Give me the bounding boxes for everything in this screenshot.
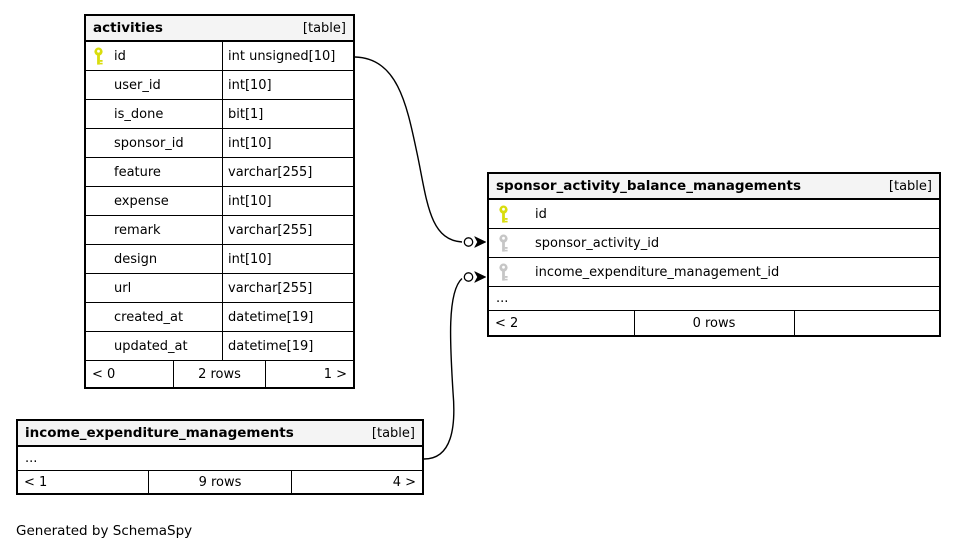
column-name: updated_at	[114, 338, 188, 354]
column-name-cell: design	[86, 245, 222, 273]
table-footer: < 2 0 rows	[489, 311, 939, 335]
generator-note: Generated by SchemaSpy	[16, 523, 193, 539]
column-name-cell: id	[489, 200, 939, 228]
column-type: int[10]	[222, 245, 353, 273]
ellipsis-row: ...	[18, 447, 422, 471]
footer-parents-count: < 2	[495, 315, 519, 331]
column-name: feature	[114, 164, 161, 180]
column-row: url varchar[255]	[86, 274, 353, 303]
column-name-cell: is_done	[86, 100, 222, 128]
column-row: id int unsigned[10]	[86, 42, 353, 71]
column-name: remark	[114, 222, 161, 238]
footer-parents-count: < 1	[24, 474, 48, 490]
table-stereotype: [table]	[888, 178, 932, 194]
foreign-key-icon	[489, 263, 535, 281]
table-sponsor-activity-balance-managements[interactable]: sponsor_activity_balance_managements [tab…	[487, 172, 941, 337]
cardinality-circle	[463, 237, 474, 247]
column-name-cell: income_expenditure_management_id	[489, 258, 939, 286]
ellipsis-row: ...	[489, 287, 939, 311]
column-name: expense	[114, 193, 169, 209]
column-type: datetime[19]	[222, 303, 353, 331]
column-type: int unsigned[10]	[222, 42, 353, 70]
column-name: url	[114, 280, 132, 296]
table-name: sponsor_activity_balance_managements	[496, 178, 801, 194]
table-stereotype: [table]	[302, 20, 346, 36]
column-name-cell: created_at	[86, 303, 222, 331]
column-name: sponsor_id	[114, 135, 184, 151]
table-name: activities	[93, 20, 163, 36]
column-row: expense int[10]	[86, 187, 353, 216]
column-row: income_expenditure_management_id	[489, 258, 939, 287]
table-stereotype: [table]	[371, 425, 415, 441]
arrowhead-icon	[473, 235, 487, 249]
column-name: income_expenditure_management_id	[535, 264, 780, 280]
footer-rows-count: 9 rows	[148, 471, 291, 493]
column-type: varchar[255]	[222, 274, 353, 302]
relationship-edge-income	[423, 277, 463, 460]
column-name: design	[114, 251, 158, 267]
column-name-cell: updated_at	[86, 332, 222, 360]
column-row: created_at datetime[19]	[86, 303, 353, 332]
footer-children-count: 4 >	[290, 471, 422, 493]
footer-parents-count: < 0	[92, 366, 116, 382]
column-name: id	[114, 48, 126, 64]
column-name-cell: feature	[86, 158, 222, 186]
column-row: feature varchar[255]	[86, 158, 353, 187]
column-name: created_at	[114, 309, 184, 325]
column-type: int[10]	[222, 187, 353, 215]
primary-key-icon	[86, 47, 114, 65]
column-name-cell: id	[86, 42, 222, 70]
column-type: datetime[19]	[222, 332, 353, 360]
table-header[interactable]: sponsor_activity_balance_managements [tab…	[489, 174, 939, 200]
column-row: remark varchar[255]	[86, 216, 353, 245]
table-name: income_expenditure_managements	[25, 425, 294, 441]
foreign-key-icon	[489, 234, 535, 252]
column-row: sponsor_activity_id	[489, 229, 939, 258]
column-name: user_id	[114, 77, 161, 93]
column-row: is_done bit[1]	[86, 100, 353, 129]
table-income-expenditure-managements[interactable]: income_expenditure_managements [table]...…	[16, 419, 424, 495]
column-name-cell: sponsor_id	[86, 129, 222, 157]
column-name: id	[535, 206, 547, 222]
table-header[interactable]: activities [table]	[86, 16, 353, 42]
column-type: bit[1]	[222, 100, 353, 128]
column-type: int[10]	[222, 129, 353, 157]
footer-rows-count: 2 rows	[173, 361, 264, 387]
column-row: id	[489, 200, 939, 229]
column-row: sponsor_id int[10]	[86, 129, 353, 158]
column-name-cell: user_id	[86, 71, 222, 99]
footer-rows-count: 0 rows	[633, 311, 794, 335]
column-name: sponsor_activity_id	[535, 235, 660, 251]
column-type: varchar[255]	[222, 216, 353, 244]
footer-children-count: 1 >	[264, 361, 353, 387]
column-type: varchar[255]	[222, 158, 353, 186]
relationship-edge-activities	[354, 56, 463, 243]
column-name-cell: url	[86, 274, 222, 302]
column-row: user_id int[10]	[86, 71, 353, 100]
cardinality-circle	[463, 272, 474, 282]
column-row: updated_at datetime[19]	[86, 332, 353, 361]
primary-key-icon	[489, 205, 535, 223]
column-row: design int[10]	[86, 245, 353, 274]
table-header[interactable]: income_expenditure_managements [table]	[18, 421, 422, 447]
column-type: int[10]	[222, 71, 353, 99]
column-name-cell: sponsor_activity_id	[489, 229, 939, 257]
column-name: is_done	[114, 106, 164, 122]
arrowhead-icon	[473, 270, 487, 284]
column-name-cell: expense	[86, 187, 222, 215]
footer-children-count	[793, 311, 940, 335]
column-name-cell: remark	[86, 216, 222, 244]
